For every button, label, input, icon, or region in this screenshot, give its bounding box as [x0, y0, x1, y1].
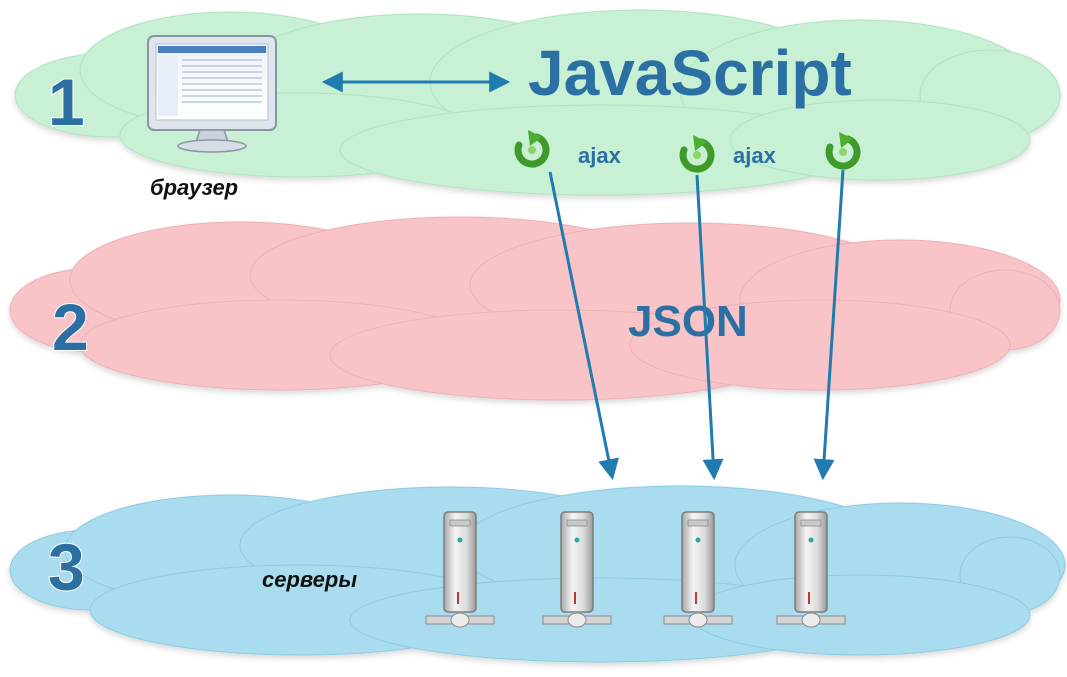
refresh-icon — [514, 130, 550, 168]
layer-2-cloud — [9, 216, 1061, 401]
server-icon — [663, 511, 733, 628]
layer-1-cloud — [14, 9, 1061, 196]
servers-caption: серверы — [262, 567, 357, 592]
refresh-icon — [825, 132, 861, 170]
ajax-arrow — [813, 169, 845, 481]
layer-2-number: 2 — [52, 290, 89, 364]
server-icon — [425, 511, 495, 628]
ajax-label: ajax — [578, 143, 622, 168]
monitor-icon — [147, 35, 277, 153]
browser-caption: браузер — [150, 175, 238, 200]
javascript-title: JavaScript — [528, 37, 852, 109]
server-icon — [542, 511, 612, 628]
layer-3-cloud — [9, 485, 1066, 663]
server-icon — [776, 511, 846, 628]
layer-1-number: 1 — [48, 65, 85, 139]
refresh-icon — [679, 135, 715, 173]
json-label: JSON — [628, 297, 748, 346]
layer-3-number: 3 — [48, 530, 85, 604]
ajax-arrow — [548, 171, 619, 481]
ajax-arrow — [695, 174, 724, 481]
ajax-label: ajax — [733, 143, 777, 168]
